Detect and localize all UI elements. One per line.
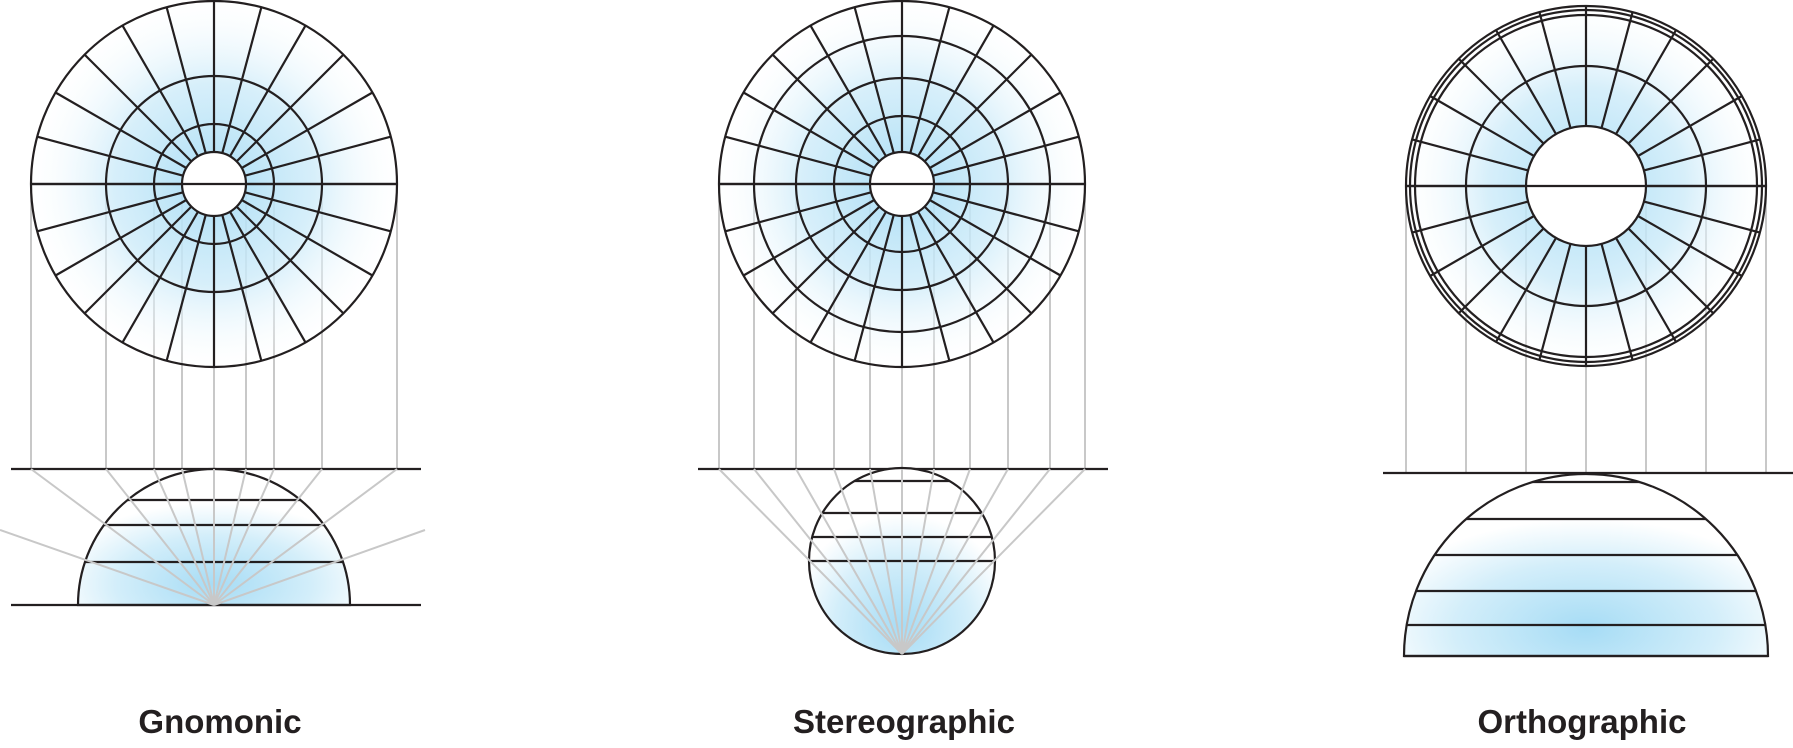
projection-ray [30,468,215,606]
meridian-line [809,24,887,157]
projection-ray [213,468,323,606]
meridian-line [809,211,887,344]
projection-ray [795,468,903,655]
projection-ray [901,468,935,655]
projection-ray [213,468,398,606]
meridian-line [742,199,875,277]
meridian-line [771,205,881,315]
meridian-line [932,135,1080,177]
projection-ray [869,468,903,655]
hemisphere [1402,472,1770,658]
projection-ray [901,468,1086,655]
projection-ray [213,468,275,606]
meridian-line [853,214,895,362]
meridian-line [909,214,951,362]
meridian-line [917,24,995,157]
meridian-line [929,199,1062,277]
meridian-line [909,6,951,154]
stereographic-panel [698,0,1108,656]
projection-ray [153,468,215,606]
stereographic-label: Stereographic [793,703,1015,740]
projection-ray [0,529,215,606]
projection-ray [213,529,426,606]
meridian-line [923,205,1033,315]
gnomonic-label: Gnomonic [138,703,302,740]
projection-ray [105,468,215,606]
projection-ray [181,468,215,606]
meridian-line [853,6,895,154]
meridian-line [771,53,881,163]
meridian-line [932,191,1080,233]
meridian-line [724,191,872,233]
meridian-line [923,53,1033,163]
orthographic-label: Orthographic [1477,703,1687,740]
projection-ray [833,468,903,655]
projection-ray [901,468,971,655]
projection-ray [753,468,903,655]
orthographic-panel [1383,4,1793,658]
projection-ray [213,468,247,606]
meridian-line [929,91,1062,169]
projection-ray [901,468,1051,655]
meridian-line [742,91,875,169]
meridian-line [724,135,872,177]
projection-ray [901,468,1009,655]
projection-ray [718,468,903,655]
meridian-line [917,211,995,344]
gnomonic-panel [0,0,426,607]
